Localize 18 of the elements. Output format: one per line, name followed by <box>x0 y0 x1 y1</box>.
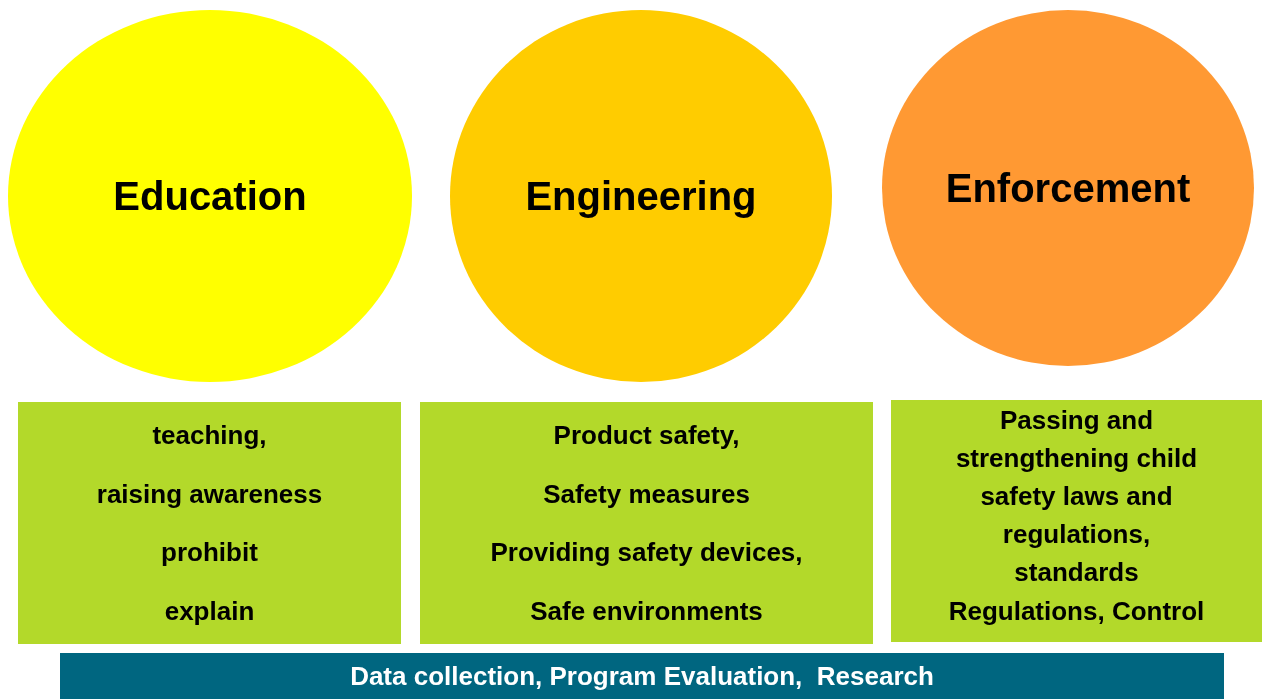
foundation-text: Data collection, Program Evaluation, Research <box>350 660 934 692</box>
measure-text: Safety measures <box>543 477 750 511</box>
measure-text: prohibit <box>161 536 258 570</box>
foundation-bar <box>60 653 1224 699</box>
measure-text: Providing safety devices, <box>490 536 803 570</box>
measure-text: raising awareness <box>96 477 323 511</box>
measure-text: teaching, <box>152 419 267 453</box>
category-title: Enforcement <box>945 165 1191 211</box>
measure-text: Passing and strengthening child safety laws and regulations, standards <box>954 403 1199 589</box>
category-title: Engineering <box>525 173 757 219</box>
measures-box <box>18 402 401 644</box>
category-title: Education <box>113 173 307 219</box>
measures-box <box>420 402 873 644</box>
measure-text: Regulations, Control <box>948 594 1205 628</box>
measures-box <box>891 400 1262 642</box>
measure-text: explain <box>164 594 255 628</box>
measure-text: Safe environments <box>530 594 763 628</box>
measure-text: Product safety, <box>553 419 740 453</box>
